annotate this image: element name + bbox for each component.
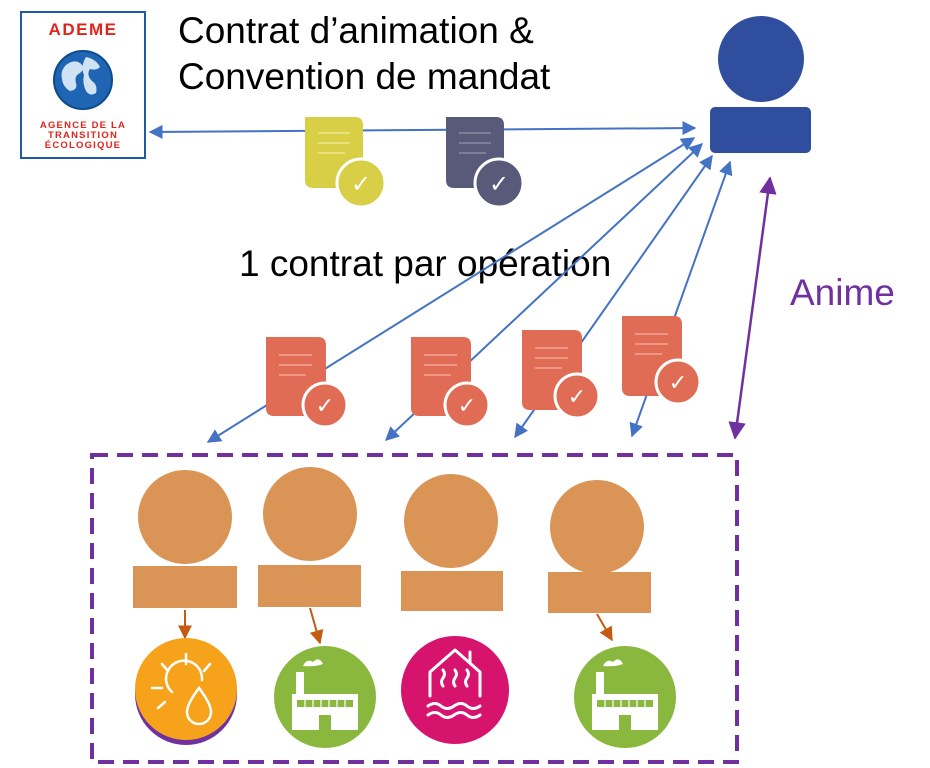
solar-water-icon	[135, 638, 237, 745]
checkmark-icon: ✓	[351, 170, 371, 198]
animates-arrow	[728, 176, 777, 440]
operation-contract-document-icon: ✓	[622, 316, 702, 406]
participant-person-icon	[401, 474, 503, 611]
participant-person-icon	[258, 467, 361, 607]
operation-contract-document-icon: ✓	[522, 330, 601, 420]
house-heat-icon	[401, 636, 509, 744]
operation-contract-document-icon: ✓	[266, 337, 349, 429]
animator-person-icon	[710, 16, 811, 153]
contract-title: Contrat d’animation & Convention de mand…	[178, 8, 550, 100]
contract-line-1: Contrat d’animation &	[178, 10, 534, 51]
checkmark-icon: ✓	[669, 371, 687, 396]
participant-person-icon	[548, 480, 651, 613]
checkmark-icon: ✓	[568, 385, 586, 410]
participant-person-icon	[133, 470, 237, 608]
ademe-logo: ADEME AGENCE DE LA TRANSITION ÉCOLOGIQUE	[20, 11, 146, 159]
checkmark-icon: ✓	[316, 394, 334, 419]
participants-group-box	[90, 453, 739, 764]
animates-label: Anime	[790, 272, 895, 313]
participant-arrows	[178, 607, 613, 645]
checkmark-icon: ✓	[489, 170, 509, 198]
logo-wordmark: ADEME	[48, 20, 118, 39]
factory-icon	[274, 646, 376, 748]
globe-icon	[53, 50, 113, 110]
operation-contract-document-icon: ✓	[411, 337, 491, 429]
contract-line-2: Convention de mandat	[178, 56, 551, 97]
factory-icon	[574, 646, 676, 748]
checkmark-icon: ✓	[458, 394, 476, 419]
contract-arrow	[148, 121, 697, 139]
convention-mandat-document-icon: ✓	[446, 117, 525, 209]
logo-subtitle: AGENCE DE LA TRANSITION ÉCOLOGIQUE	[39, 120, 127, 151]
